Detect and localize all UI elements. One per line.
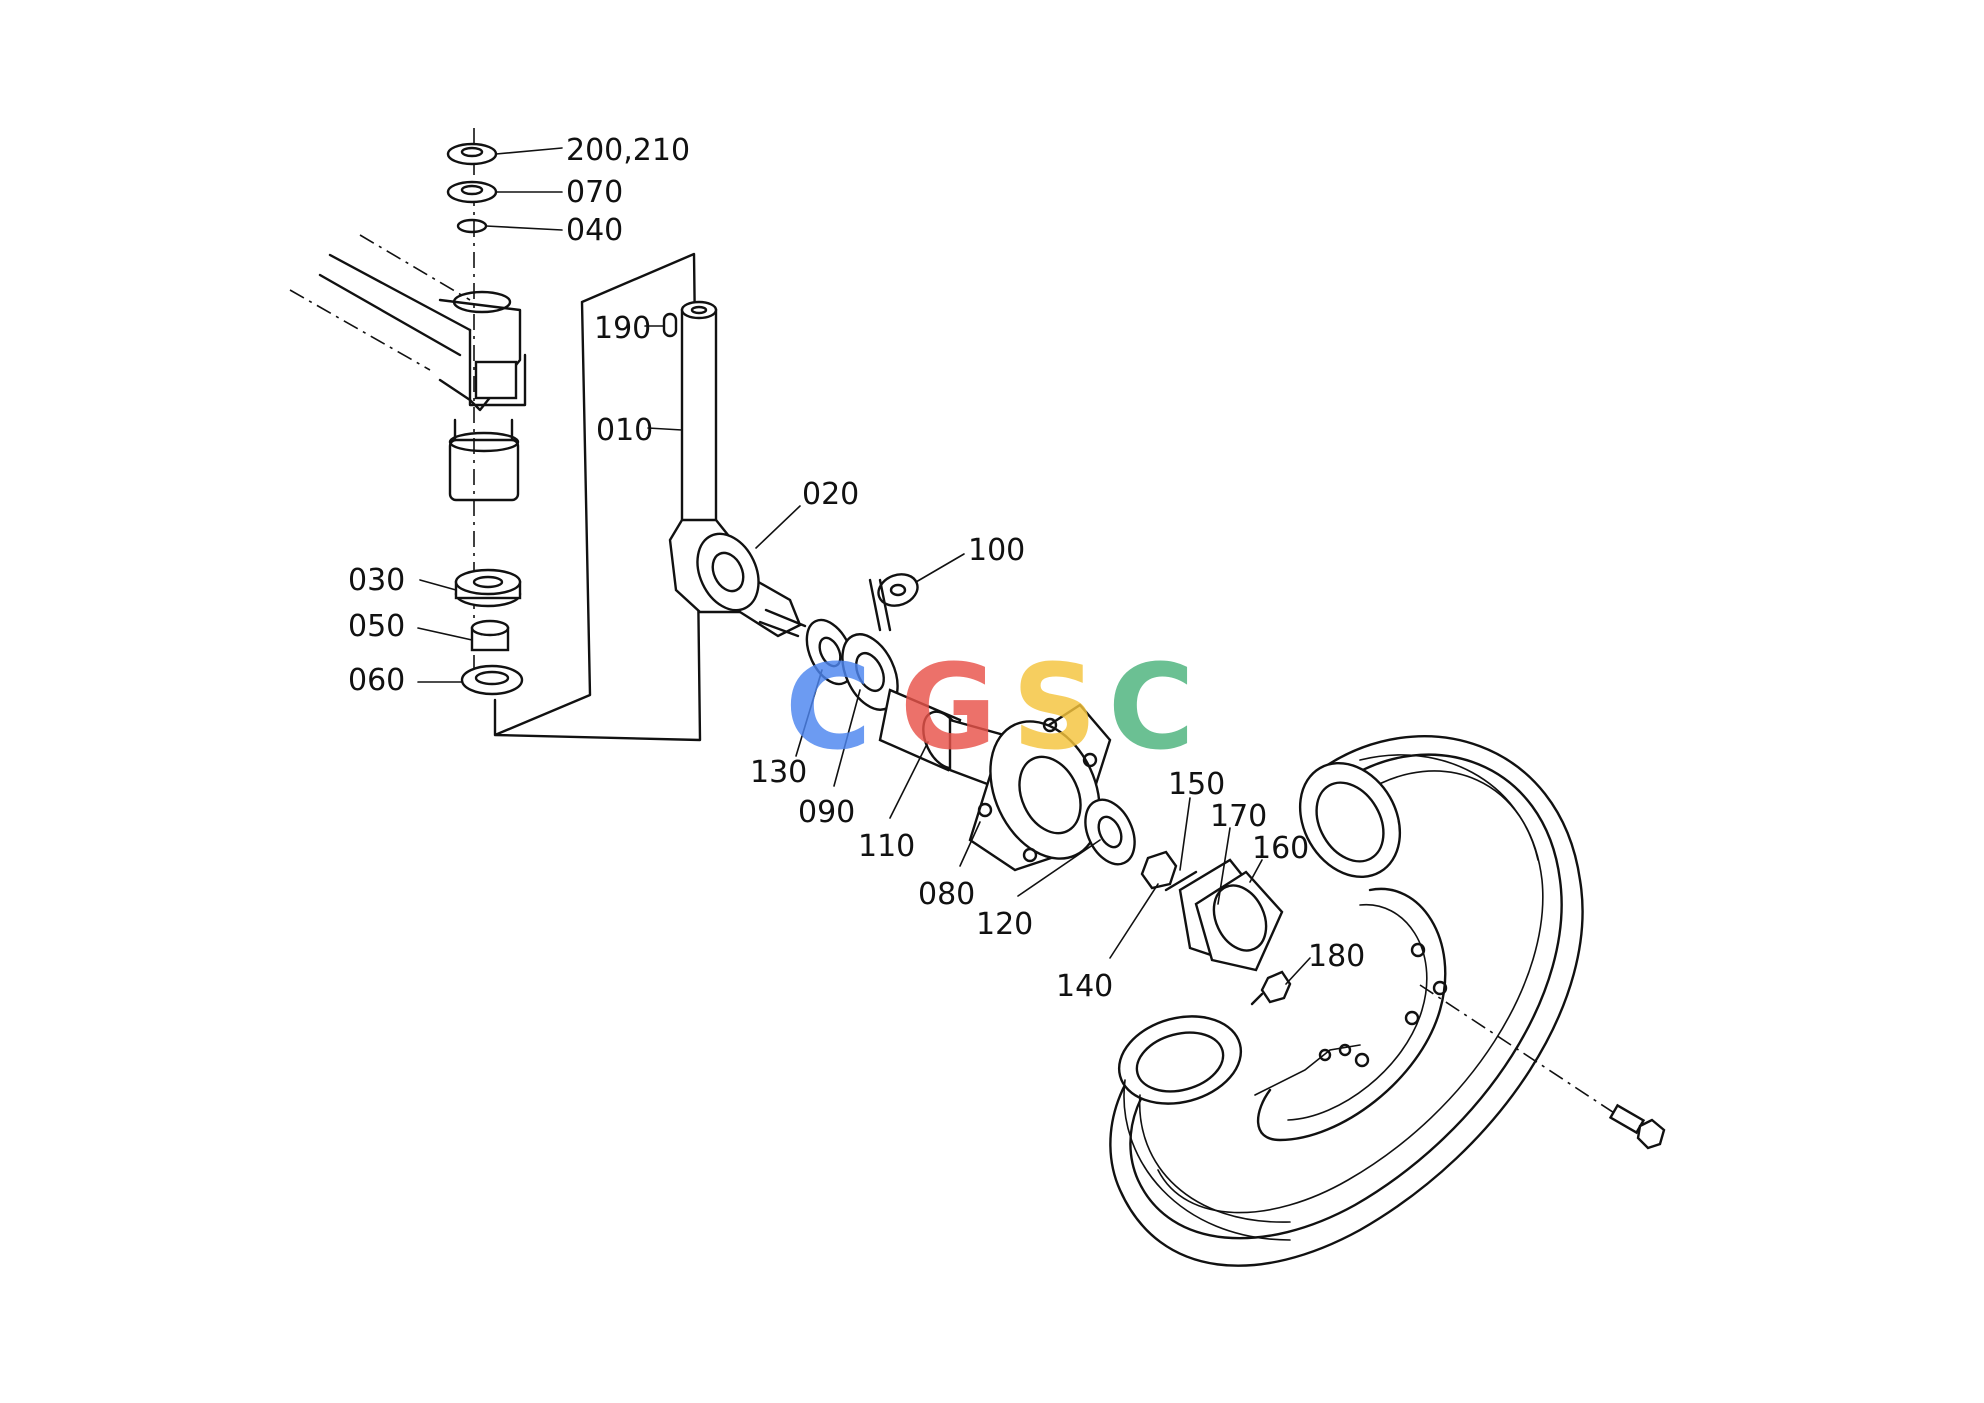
part-190-key [662,312,678,338]
watermark-letter-g: G [900,638,997,776]
watermark: C G S C [785,638,1195,776]
callout-180: 180 [1308,939,1365,974]
part-060-collar [460,664,524,696]
part-180-bolt [1250,970,1292,1006]
callout-100: 100 [968,533,1025,568]
callout-140: 140 [1056,969,1113,1004]
part-160-cap [1194,870,1284,972]
part-080-hub [948,703,1112,872]
callout-150: 150 [1168,767,1225,802]
part-200-210-washer [446,142,498,166]
callout-090: 090 [798,795,855,830]
callout-120: 120 [976,907,1033,942]
wheel-bolt [1608,1103,1666,1150]
leader-lines [417,147,1311,985]
part-140-nut [1140,850,1178,890]
callout-030: 030 [348,563,405,598]
assembly-bracket [493,252,702,742]
axle-frame [289,234,527,502]
part-020-washer [696,532,760,612]
watermark-letter-s: S [1012,638,1097,776]
callout-110: 110 [858,829,915,864]
callout-040: 040 [566,213,623,248]
callout-070: 070 [566,175,623,210]
callout-170: 170 [1210,799,1267,834]
part-050-bushing [470,619,510,652]
callout-080: 080 [918,877,975,912]
watermark-letter-c1: C [785,638,872,776]
callout-190: 190 [594,311,651,346]
part-100-washer [877,573,919,607]
callout-010: 010 [596,413,653,448]
part-120-bearing [1084,798,1136,866]
part-030-bearing [454,568,522,608]
callout-060: 060 [348,663,405,698]
part-150-cotter-pin [1164,870,1198,892]
callout-200-210: 200,210 [566,133,690,168]
callout-050: 050 [348,609,405,644]
watermark-letter-c2: C [1108,638,1195,776]
part-040-snap-ring [456,218,488,234]
part-100-pin [868,578,892,632]
callout-130: 130 [750,755,807,790]
callout-160: 160 [1252,831,1309,866]
wheel-assembly [1109,735,1641,1267]
part-130-seal [805,618,855,686]
part-070-seal [446,180,498,204]
callout-020: 020 [802,477,859,512]
